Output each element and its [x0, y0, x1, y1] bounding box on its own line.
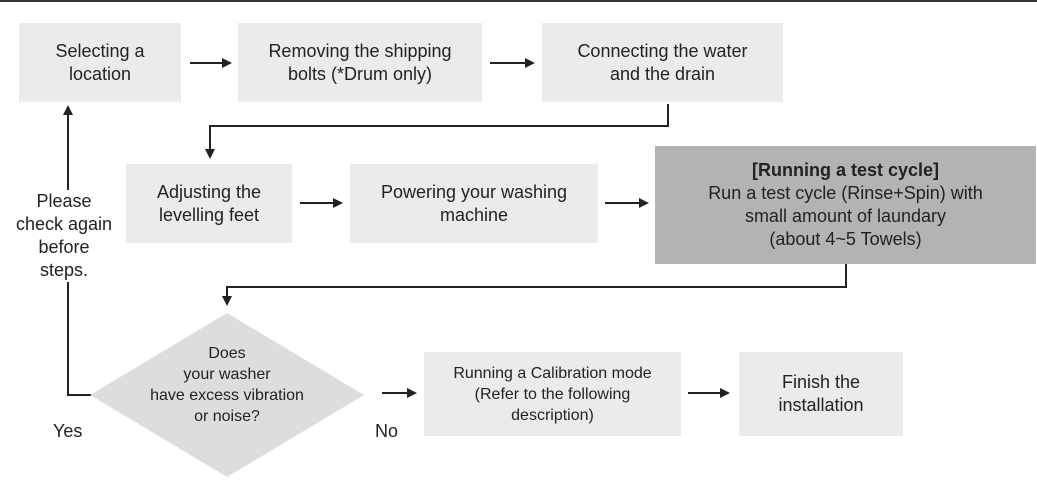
step-text-line: Adjusting the [156, 181, 262, 202]
step-powering-machine: Powering your washing machine [350, 164, 598, 243]
connector-test-to-decision [222, 264, 847, 306]
step-adjusting-feet: Adjusting the levelling feet [126, 164, 292, 243]
step-text-line: Running a Calibration mode [453, 364, 652, 382]
step-text-line: Run a test cycle (Rinse+Spin) with [708, 183, 983, 203]
step-text-line: Finish the [781, 372, 861, 392]
loop-note-line: check again [15, 214, 113, 234]
decision-text-line: your washer [183, 366, 271, 383]
step-text-line: Removing the shipping [268, 40, 452, 61]
step-text-line: description) [511, 406, 594, 424]
step-text-line: levelling feet [158, 204, 260, 225]
step-text-line: (about 4~5 Towels) [769, 229, 922, 249]
step-removing-bolts: Removing the shipping bolts (*Drum only) [238, 23, 482, 102]
loop-note: Please check again before steps. [4, 190, 124, 282]
step-selecting-location: Selecting a location [19, 23, 181, 102]
step-text-line: bolts (*Drum only) [287, 63, 433, 84]
decision-diamond [90, 313, 364, 477]
decision-text: Does your washer have excess vibration o… [127, 343, 327, 427]
step-connecting-water: Connecting the water and the drain [542, 23, 783, 102]
step-text-line: and the drain [609, 63, 716, 84]
step-finish: Finish the installation [739, 352, 903, 436]
step-text-line: Powering your washing [380, 181, 568, 202]
step-text-line: machine [439, 204, 509, 225]
decision-text-line: have excess vibration [150, 387, 304, 404]
step-text-line: small amount of laundary [744, 206, 947, 226]
step-text-line: installation [778, 395, 864, 415]
step-text-line: Connecting the water [577, 40, 748, 61]
loop-note-line: steps. [39, 260, 89, 280]
step-text-line: (Refer to the following [474, 385, 631, 403]
test-cycle-heading: [Running a test cycle] [751, 160, 940, 180]
connector-water-to-feet [205, 104, 669, 159]
top-rule [0, 0, 1037, 2]
decision-text-line: Does [208, 345, 246, 362]
step-text-line: Selecting a [55, 40, 145, 61]
decision-text-line: or noise? [194, 408, 260, 425]
step-calibration: Running a Calibration mode (Refer to the… [424, 352, 681, 436]
no-label: No [375, 421, 399, 441]
step-test-cycle: [Running a test cycle] Run a test cycle … [655, 146, 1036, 264]
yes-label: Yes [53, 421, 83, 441]
step-text-line: location [68, 63, 132, 84]
loop-note-line: before [38, 237, 90, 257]
loop-note-line: Please [36, 191, 92, 211]
